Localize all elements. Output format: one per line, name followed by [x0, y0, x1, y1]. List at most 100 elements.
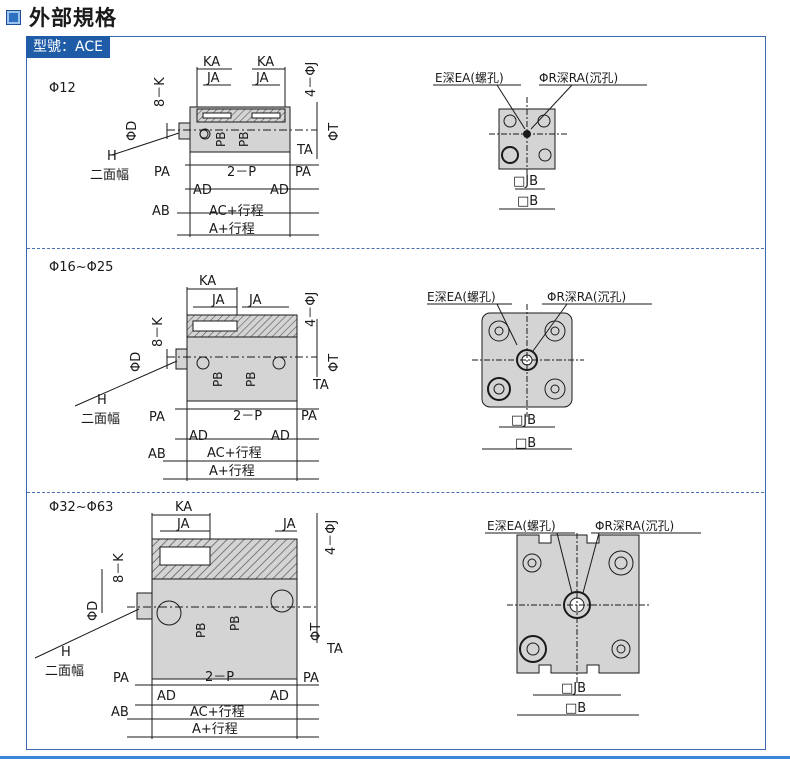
dim-ka: KA	[257, 55, 274, 70]
dim-pa: PA	[303, 671, 319, 686]
corner-hole	[522, 553, 542, 573]
end-view: E深EA(螺孔) ΦR深RA(沉孔) □JB □B	[485, 519, 701, 716]
dim-j: 4－ΦJ	[324, 520, 339, 555]
section-phi32-63: Φ32~Φ63 KA JA JA 8－K 4－ΦJ ΦD ΦT PB PB 2－…	[34, 500, 701, 739]
dim-h: H	[107, 149, 117, 164]
dim-ad: AD	[271, 429, 290, 444]
corner-hole	[526, 642, 540, 656]
dim-ka: KA	[203, 55, 220, 70]
corner-hole	[614, 556, 628, 570]
dim-face: 二面幅	[90, 168, 129, 183]
leader-line	[34, 608, 140, 659]
dim-ab: AB	[111, 705, 129, 720]
end-jb-label: □JB	[561, 681, 586, 696]
dim-ja: JA	[206, 71, 220, 86]
dim-ab: AB	[148, 447, 166, 462]
dim-j: 4－ΦJ	[304, 62, 319, 97]
model-tab: 型號：ACE	[26, 36, 110, 58]
dim-h: H	[97, 393, 107, 408]
port	[270, 589, 294, 613]
dim-ta: TA	[326, 642, 343, 657]
leader-line	[496, 84, 526, 130]
end-ea-label: E深EA(螺孔)	[487, 519, 556, 533]
dim-ja: JA	[211, 293, 225, 308]
corner-hole	[608, 550, 634, 576]
dim-t: ΦT	[327, 123, 342, 141]
leader-line	[582, 532, 600, 594]
tapped-hole	[159, 546, 211, 566]
end-view: E深EA(螺孔) ΦR深RA(沉孔) □JB □B	[427, 290, 652, 451]
dim-ac: AC+行程	[209, 204, 264, 219]
cylinder-hatch	[196, 108, 286, 123]
piston-rod	[175, 348, 188, 370]
dim-k: 8－K	[153, 77, 168, 107]
end-view: E深EA(螺孔) ΦR深RA(沉孔) □JB □B	[433, 71, 647, 210]
dim-a: A+行程	[209, 464, 255, 479]
dim-pa: PA	[154, 165, 170, 180]
diagram-frame	[26, 36, 766, 750]
piston-rod	[178, 122, 191, 140]
title-square-icon	[6, 9, 21, 25]
end-b-label: □B	[515, 436, 536, 451]
corner-hole	[611, 639, 631, 659]
piston-rod	[136, 592, 153, 620]
end-ra-label: ΦR深RA(沉孔)	[547, 290, 626, 304]
dim-pb: PB	[214, 132, 228, 147]
end-ra-label: ΦR深RA(沉孔)	[539, 71, 618, 85]
section-phi16-25: Φ16~Φ25 KA JA JA 8－K 4－ΦJ ΦD ΦT PB PB 2－…	[49, 260, 652, 481]
corner-hole	[537, 114, 551, 128]
end-ea-label: E深EA(螺孔)	[435, 71, 504, 85]
dim-ac: AC+行程	[207, 446, 262, 461]
leader-line	[74, 360, 178, 407]
dim-ac: AC+行程	[190, 705, 245, 720]
corner-hole	[538, 148, 552, 162]
dim-pa: PA	[295, 165, 311, 180]
corner-hole	[487, 377, 511, 401]
section-phi12: Φ12 KA KA JA JA 8－K 4－ΦJ ΦD ΦT PB PB	[49, 55, 647, 237]
corner-hole	[494, 326, 504, 336]
dim-ab: AB	[152, 204, 170, 219]
dim-ta: TA	[312, 378, 329, 393]
dim-k: 8－K	[151, 317, 166, 347]
tapped-hole	[251, 112, 281, 119]
dim-pb: PB	[211, 372, 225, 387]
title-bar: 外部規格	[6, 4, 117, 30]
dim-a: A+行程	[192, 722, 238, 737]
dim-pb: PB	[237, 132, 251, 147]
port	[156, 600, 182, 626]
dim-ad: AD	[270, 689, 289, 704]
leader-line	[556, 532, 573, 594]
dim-ja: JA	[176, 517, 190, 532]
dim-p: 2－P	[233, 409, 262, 424]
tapped-hole	[202, 112, 232, 119]
end-b-label: □B	[517, 194, 538, 209]
dim-ad: AD	[157, 689, 176, 704]
dim-face: 二面幅	[81, 412, 120, 427]
dim-pa: PA	[149, 410, 165, 425]
corner-hole	[488, 320, 510, 342]
dim-ka: KA	[199, 274, 216, 289]
dim-pa: PA	[301, 409, 317, 424]
page-title: 外部規格	[29, 6, 117, 30]
dim-d: ΦD	[86, 601, 101, 621]
dim-d: ΦD	[125, 121, 140, 141]
dim-t: ΦT	[309, 623, 324, 641]
dim-ad: AD	[270, 183, 289, 198]
dim-ja: JA	[282, 517, 296, 532]
size-label: Φ16~Φ25	[49, 260, 113, 275]
leader-line	[111, 132, 180, 156]
corner-hole	[527, 558, 537, 568]
leader-line	[496, 303, 518, 346]
dim-ta: TA	[296, 143, 313, 158]
dim-face: 二面幅	[45, 664, 84, 679]
dim-pb: PB	[244, 372, 258, 387]
dim-ad: AD	[189, 429, 208, 444]
corner-hole	[616, 644, 626, 654]
dim-t: ΦT	[327, 354, 342, 372]
dim-ad: AD	[193, 183, 212, 198]
dim-k: 8－K	[112, 553, 127, 583]
port	[196, 356, 210, 370]
dim-p: 2－P	[227, 165, 256, 180]
corner-hole	[503, 114, 517, 128]
end-ea-label: E深EA(螺孔)	[427, 290, 496, 304]
